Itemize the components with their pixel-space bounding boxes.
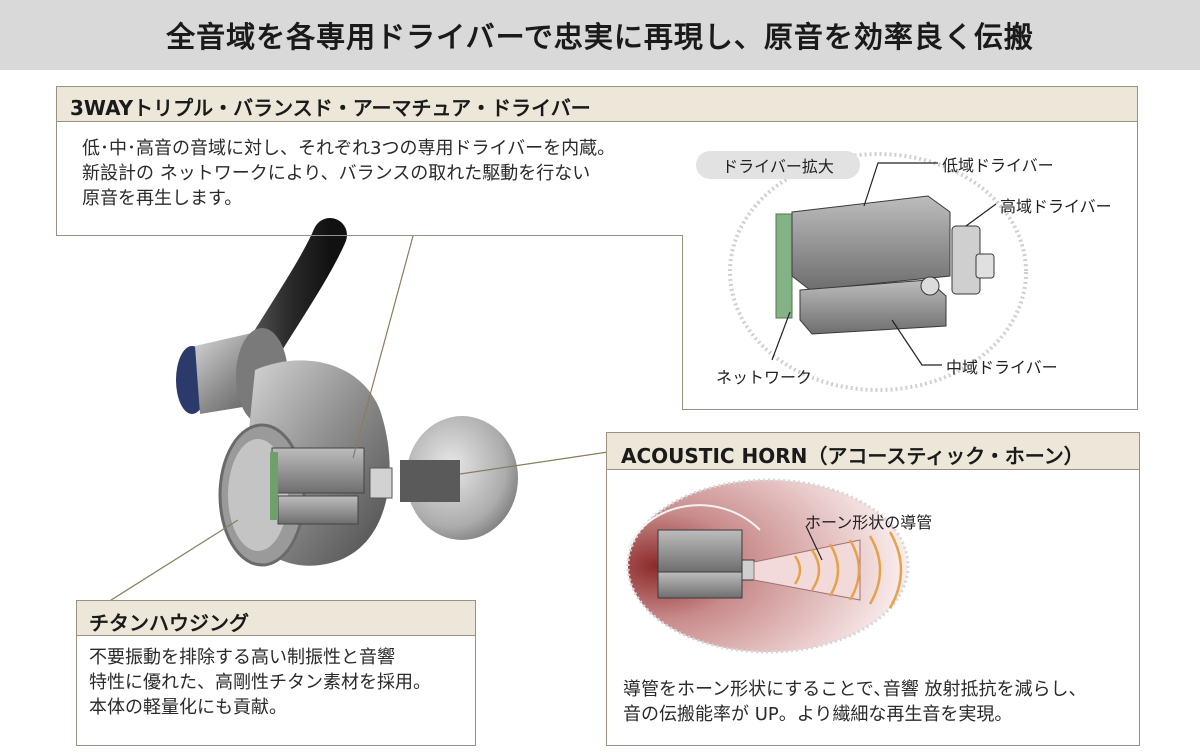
horn-text-line: 音の伝搬能率が UP。より繊細な再生音を実現。	[623, 704, 1013, 725]
driver-text-line: 原音を再生します。	[82, 188, 243, 209]
header-banner: 全音域を各専用ドライバーで忠実に再現し、原音を効率良く伝搬	[0, 0, 1200, 70]
driver-text-line: 低･中･高音の音域に対し、それぞれ3つの専用ドライバーを内蔵。	[82, 138, 616, 159]
zoom-badge-label: ドライバー拡大	[722, 157, 834, 176]
driver-text-line: 新設計の ネットワークにより、バランスの取れた駆動を行ない	[82, 163, 591, 184]
horn-box-text: 導管をホーン形状にすることで､音響 放射抵抗を減らし、 音の伝搬能率が UP。よ…	[623, 677, 1086, 727]
housing-info-box: チタンハウジング 不要振動を排除する高い制振性と音響 特性に優れた、高剛性チタン…	[76, 600, 476, 746]
horn-info-box: ACOUSTIC HORN（アコースティック・ホーン） ホーン形状の導管 導管を…	[606, 432, 1140, 746]
header-title: 全音域を各専用ドライバーで忠実に再現し、原音を効率良く伝搬	[166, 20, 1034, 54]
high-driver-label: 高域ドライバー	[1000, 197, 1112, 216]
driver-box-text: 低･中･高音の音域に対し、それぞれ3つの専用ドライバーを内蔵。 新設計の ネット…	[82, 136, 615, 211]
horn-box-title-bar	[607, 433, 1139, 470]
horn-shape-label: ホーン形状の導管	[805, 513, 933, 532]
zoom-badge: ドライバー拡大	[696, 151, 860, 179]
driver-box-frame	[56, 86, 1138, 410]
driver-box-title-bar	[57, 87, 1137, 122]
low-driver-label: 低域ドライバー	[942, 156, 1054, 175]
network-label: ネットワーク	[716, 368, 813, 387]
housing-text-line: 本体の軽量化にも貢献。	[89, 697, 287, 718]
horn-text-line: 導管をホーン形状にすることで､音響 放射抵抗を減らし、	[623, 679, 1087, 700]
mid-driver-label: 中域ドライバー	[946, 358, 1058, 377]
housing-text-line: 特性に優れた、高剛性チタン素材を採用。	[89, 672, 431, 693]
housing-box-title-bar	[77, 601, 475, 636]
driver-info-box: 3WAYトリプル・バランスド・アーマチュア・ドライバー 低･中･高音の音域に対し…	[56, 86, 1138, 410]
horn-box-title: ACOUSTIC HORN（アコースティック・ホーン）	[621, 444, 1084, 468]
housing-text-line: 不要振動を排除する高い制振性と音響	[89, 647, 395, 668]
housing-box-title: チタンハウジング	[89, 611, 249, 635]
driver-box-title: 3WAYトリプル・バランスド・アーマチュア・ドライバー	[70, 96, 591, 120]
housing-box-text: 不要振動を排除する高い制振性と音響 特性に優れた、高剛性チタン素材を採用。 本体…	[89, 645, 431, 720]
